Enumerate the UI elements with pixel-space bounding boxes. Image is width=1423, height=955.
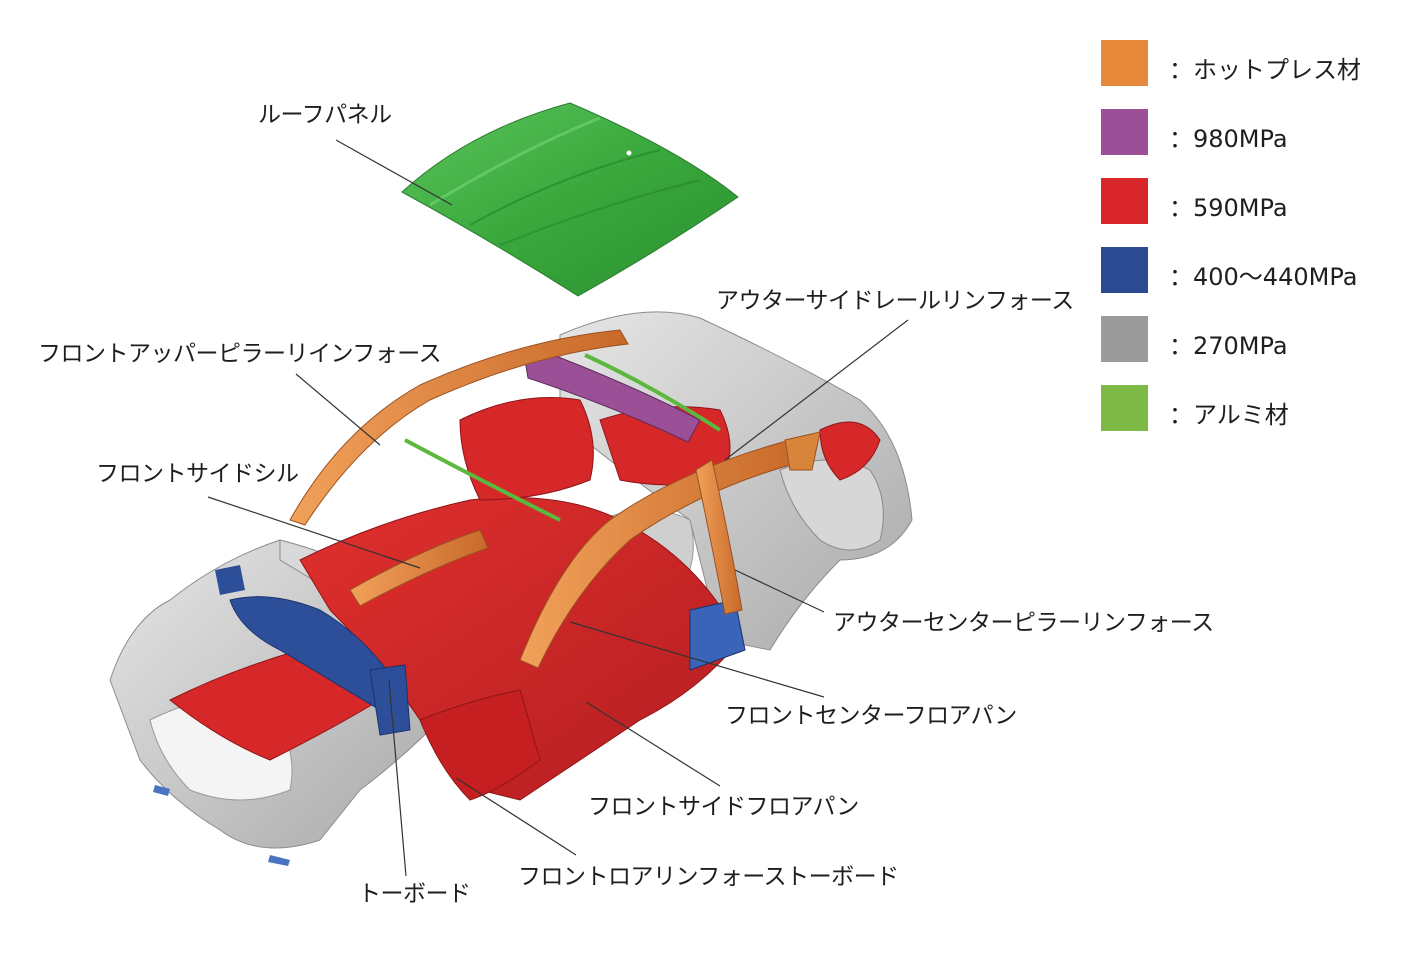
label-front-side-sill: フロントサイドシル (96, 461, 299, 487)
label-front-lower-reinforce-toeboard: フロントロアリンフォーストーボード (518, 864, 899, 890)
legend-item-980mpa: ：980MPa (1101, 109, 1401, 155)
legend-swatch (1101, 40, 1148, 86)
legend-item-aluminum: ：アルミ材 (1101, 385, 1401, 431)
legend-label: ：ホットプレス材 (1169, 56, 1361, 84)
legend-label: ：400～440MPa (1169, 263, 1358, 291)
label-toeboard: トーボード (358, 881, 471, 907)
legend-label: ：590MPa (1169, 194, 1288, 222)
legend-swatch (1101, 178, 1148, 224)
green-strips-shape (404, 353, 722, 522)
legend-swatch (1101, 247, 1148, 293)
legend-label: ：980MPa (1169, 125, 1288, 153)
legend-label: ：アルミ材 (1169, 401, 1289, 429)
label-front-center-floor-pan: フロントセンターフロアパン (725, 703, 1017, 729)
legend-item-590mpa: ：590MPa (1101, 178, 1401, 224)
label-outer-side-rail-reinforce: アウターサイドレールリンフォース (716, 288, 1074, 314)
legend-swatch (1101, 109, 1148, 155)
roof-panel-shape (401, 102, 739, 297)
legend-item-270mpa: ：270MPa (1101, 316, 1401, 362)
label-roof-panel: ルーフパネル (258, 102, 392, 128)
legend-swatch (1101, 316, 1148, 362)
label-outer-center-pillar-reinforce: アウターセンターピラーリンフォース (833, 610, 1214, 636)
legend-label: ：270MPa (1169, 332, 1288, 360)
leader-lines (207, 139, 909, 877)
label-front-side-floor-pan: フロントサイドフロアパン (588, 794, 859, 820)
legend-item-400-440mpa: ：400～440MPa (1101, 247, 1401, 293)
blue-parts-shape (215, 565, 746, 736)
legend-swatch (1101, 385, 1148, 431)
legend-item-hot-press: ：ホットプレス材 (1101, 40, 1401, 86)
purple-crossmember-shape (524, 351, 701, 443)
label-front-upper-pillar-reinforce: フロントアッパーピラーリインフォース (38, 341, 442, 367)
